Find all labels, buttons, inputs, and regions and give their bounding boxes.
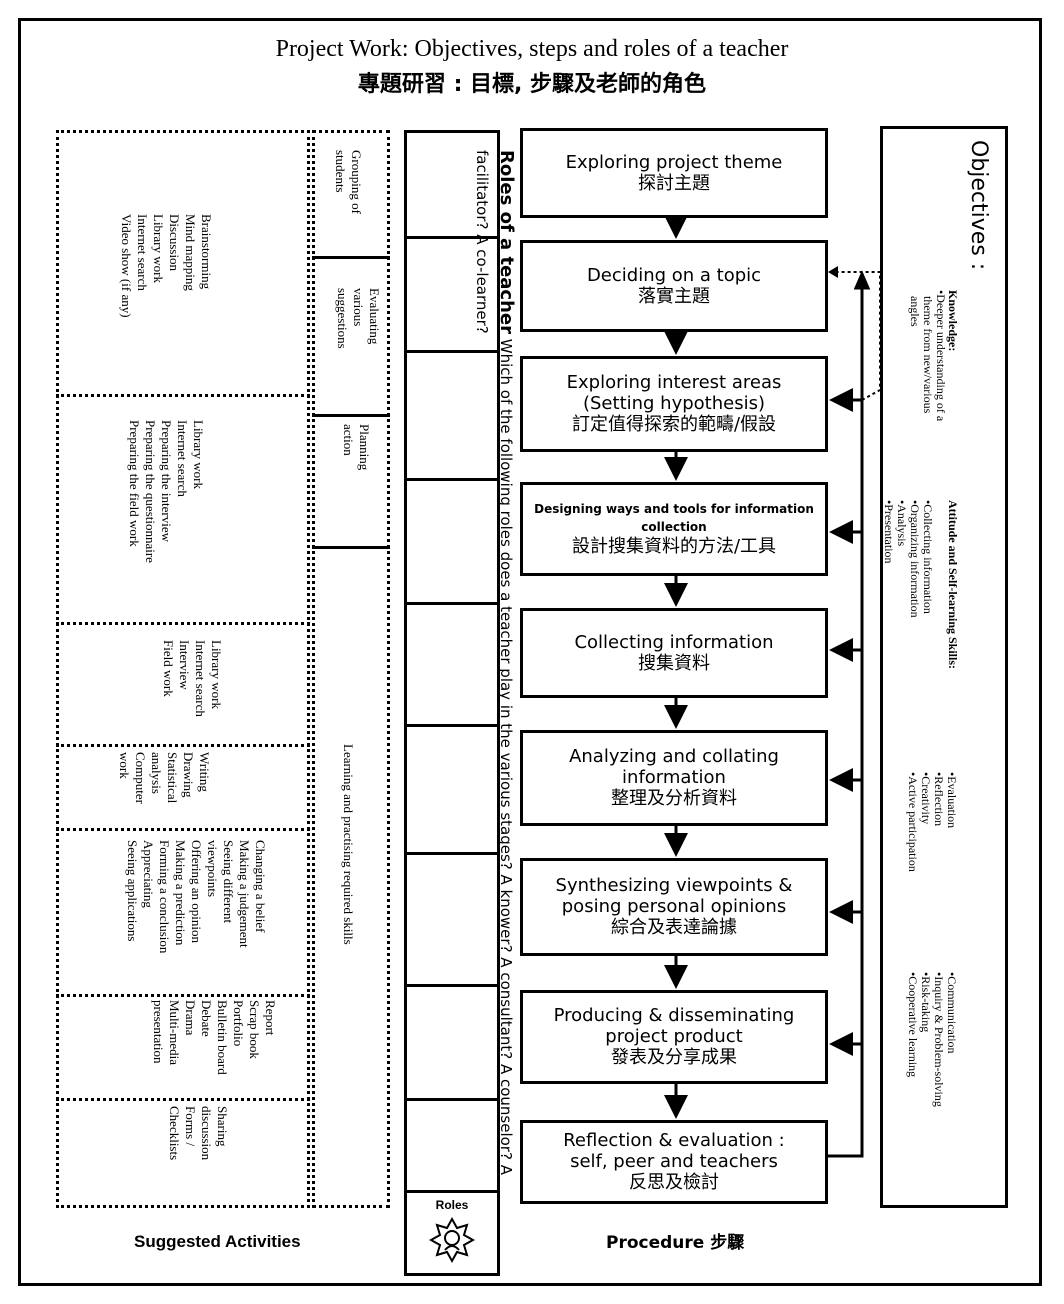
- dotted-feedback: [834, 271, 881, 401]
- step-1-en: Exploring project theme: [565, 151, 783, 173]
- step-exploring-project-theme: Exploring project theme 探討主題: [520, 128, 828, 218]
- step-3-zh: 訂定值得探索的範疇/假設: [571, 414, 777, 435]
- activity-list-4: Writing Drawing Statistical analysis Com…: [117, 752, 212, 804]
- step-collecting-information: Collecting information 搜集資料: [520, 608, 828, 698]
- step-4-zh: 設計搜集資料的方法/工具: [571, 536, 777, 557]
- knowledge-points: •Deeper understanding of a theme from ne…: [908, 290, 948, 422]
- skills-heading: Attitude and Self-learning Skills:: [946, 500, 960, 670]
- roles-question: Which of the following roles does a teac…: [473, 150, 515, 1175]
- step-4-en: Designing ways and tools for information…: [534, 502, 814, 534]
- roles-heading: Roles of a teacher: [496, 150, 517, 334]
- activity-list-2: Library work Internet search Preparing t…: [127, 420, 206, 563]
- step-1-zh: 探討主題: [638, 172, 710, 194]
- activity-list-6: Report Scrap book Portfolio Bulletin boa…: [151, 1000, 278, 1075]
- step-8-zh: 發表及分享成果: [611, 1047, 737, 1068]
- step-9-en: Reflection & evaluation : self, peer and…: [563, 1130, 785, 1172]
- stage-planning: Planning action: [341, 424, 372, 471]
- step-8-en: Producing & disseminating project produc…: [553, 1005, 795, 1047]
- activities-divider-2: [56, 622, 310, 625]
- roles-divider-6: [404, 852, 500, 855]
- skills-points-2: •Evaluation •Reflection •Creativity •Act…: [906, 772, 959, 872]
- title-chinese: 專題研習 : 目標, 步驟及老師的角色: [357, 72, 707, 97]
- step-5-zh: 搜集資料: [638, 652, 710, 674]
- step-deciding-topic: Deciding on a topic 落實主題: [520, 240, 828, 332]
- roles-divider-8: [404, 1098, 500, 1101]
- step-3-en: Exploring interest areas (Setting hypoth…: [566, 372, 782, 414]
- step-5-en: Collecting information: [574, 631, 774, 653]
- knowledge-heading: Knowledge:: [946, 290, 960, 352]
- roles-badge-icon: [428, 1216, 476, 1264]
- activities-column: [56, 130, 310, 1208]
- roles-divider-3: [404, 478, 500, 481]
- step-2-zh: 落實主題: [638, 285, 710, 307]
- activities-divider-3: [56, 744, 310, 747]
- activity-list-7: Sharing discussion Forms / Checklists: [167, 1106, 230, 1161]
- step-2-en: Deciding on a topic: [586, 264, 762, 286]
- step-analyzing-collating: Analyzing and collating information 整理及分…: [520, 730, 828, 826]
- feedback-loop: [828, 270, 871, 1158]
- activity-list-1: Brainstorming Mind mapping Discussion Li…: [119, 214, 214, 318]
- activities-divider-5: [56, 994, 310, 997]
- roles-divider-7: [404, 984, 500, 987]
- title-english: Project Work: Objectives, steps and role…: [275, 36, 789, 62]
- procedure-label: Procedure 步驟: [606, 1233, 745, 1253]
- step-designing-tools: Designing ways and tools for information…: [520, 482, 828, 576]
- roles-column: [404, 130, 500, 1276]
- step-exploring-interest-areas: Exploring interest areas (Setting hypoth…: [520, 356, 828, 452]
- step-producing-disseminating: Producing & disseminating project produc…: [520, 990, 828, 1084]
- stage-grouping: Grouping of students: [333, 150, 364, 214]
- skills-points-3: •Communication •Inquiry & Problem-solvin…: [906, 972, 959, 1107]
- activities-divider-6: [56, 1098, 310, 1101]
- roles-divider-5: [404, 724, 500, 727]
- roles-divider-4: [404, 602, 500, 605]
- diagram-frame: [18, 18, 1042, 1286]
- stages-column: [312, 130, 390, 1208]
- step-7-en: Synthesizing viewpoints & posing persona…: [555, 875, 793, 917]
- stage-divider-2: [312, 414, 390, 417]
- stage-divider-1: [312, 256, 390, 259]
- step-7-zh: 綜合及表達論據: [611, 917, 737, 938]
- step-6-en: Analyzing and collating information: [569, 746, 779, 788]
- stage-learning: Learning and practising required skills: [341, 744, 356, 945]
- activity-list-3: Library work Internet search Interview F…: [161, 640, 224, 717]
- step-synthesizing-viewpoints: Synthesizing viewpoints & posing persona…: [520, 858, 828, 956]
- stage-evaluating: Evaluating various suggestions: [335, 288, 382, 349]
- suggested-activities-label: Suggested Activities: [134, 1232, 301, 1251]
- roles-text: Roles of a teacher Which of the followin…: [470, 150, 518, 1180]
- objectives-title: Objectives :: [966, 140, 991, 271]
- roles-divider-1: [404, 236, 500, 239]
- activities-divider-1: [56, 394, 310, 397]
- skills-points-1: •Collecting information •Organizing info…: [882, 500, 935, 618]
- roles-icon-label: Roles: [435, 1198, 469, 1212]
- step-9-zh: 反思及檢討: [629, 1172, 719, 1193]
- step-reflection-evaluation: Reflection & evaluation : self, peer and…: [520, 1120, 828, 1204]
- activity-list-5: Changing a belief Making a judgement See…: [125, 840, 268, 954]
- roles-divider-2: [404, 350, 500, 353]
- step-6-zh: 整理及分析資料: [611, 788, 737, 809]
- activities-divider-4: [56, 828, 310, 831]
- stage-divider-3: [312, 546, 390, 549]
- objectives-box: [880, 126, 1008, 1208]
- roles-divider-9: [404, 1190, 500, 1193]
